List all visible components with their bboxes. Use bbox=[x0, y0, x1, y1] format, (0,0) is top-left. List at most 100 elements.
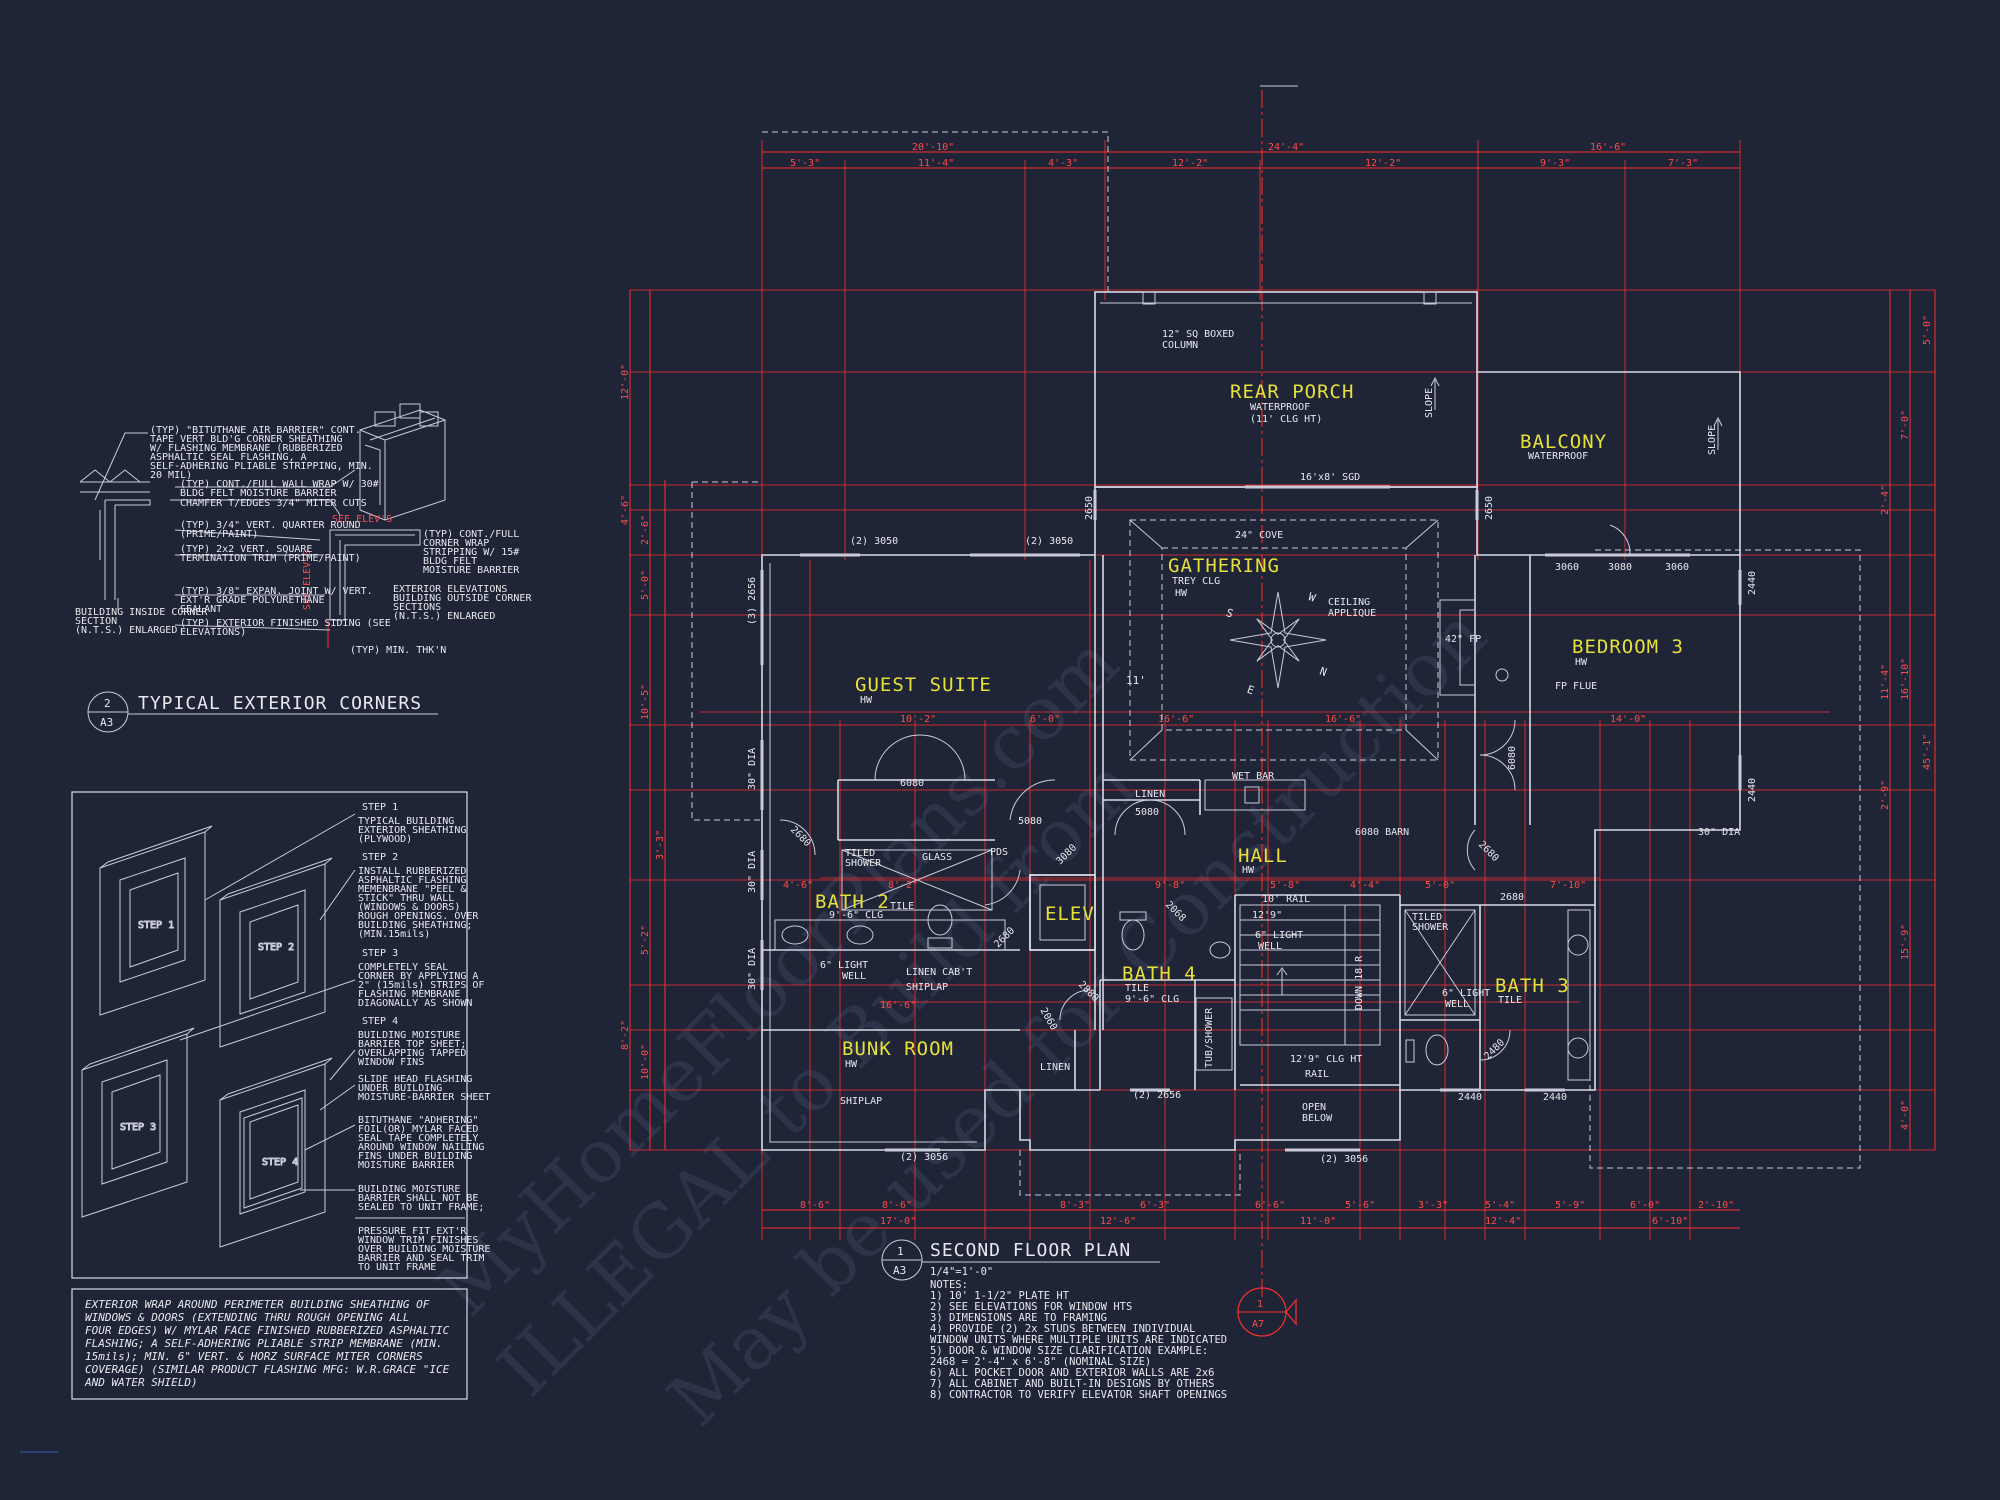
plan-labels: 12" SQ BOXED COLUMN 16'x8' SGD 24" COVE … bbox=[820, 329, 1718, 1124]
label-glass: GLASS bbox=[922, 852, 952, 863]
detail-note-17: (TYP) EXTERIOR FINISHED SIDING (SEE bbox=[180, 618, 391, 629]
label-tiled-shower-2: TILED bbox=[1412, 912, 1442, 923]
step-3-line-1: COMPLETELY SEAL bbox=[358, 962, 448, 973]
opening-w3050-b: (2) 3050 bbox=[1025, 536, 1073, 547]
dim-int-14: 11' bbox=[1126, 674, 1146, 687]
label-down: DOWN 18 R bbox=[1354, 955, 1365, 1010]
detail-inside-1: BUILDING INSIDE CORNER bbox=[75, 607, 208, 618]
room-bath2: BATH 2 bbox=[815, 891, 890, 913]
detail-right-note-3: STRIPPING W/ 15# bbox=[423, 547, 519, 558]
opening-w2656-b: (2) 2656 bbox=[1133, 1090, 1181, 1101]
label-rail-1: 10' RAIL bbox=[1262, 894, 1310, 905]
dim-left-7: 5'-2" bbox=[640, 925, 651, 955]
dim-bottom-15: 12'-4" bbox=[1485, 1216, 1521, 1227]
detail-see-elevs-2: SEE ELEV'S bbox=[302, 550, 313, 610]
label-light-well-3: 6" LIGHT bbox=[1442, 988, 1490, 999]
section-marker: 1 A7 bbox=[1237, 1287, 1297, 1337]
label-tiled-shower-1: TILED bbox=[845, 848, 875, 859]
step-panel-4: STEP 4 bbox=[219, 1057, 333, 1248]
dim-top-3: 16'-6" bbox=[1590, 142, 1626, 153]
detail-min: (TYP) MIN. THK'N bbox=[350, 645, 446, 656]
plan-notes-title: NOTES: bbox=[930, 1279, 968, 1291]
dim-right-8: 2'-9" bbox=[1880, 780, 1891, 810]
step-panel-2-label: STEP 2 bbox=[258, 942, 294, 953]
wrap-note-1: EXTERIOR WRAP AROUND PERIMETER BUILDING … bbox=[85, 1298, 430, 1311]
step-4-line-1: BUILDING MOISTURE bbox=[358, 1030, 460, 1041]
step-7-line-2: BARRIER SHALL NOT BE bbox=[358, 1193, 478, 1204]
detail-note-13: TERMINATION TRIM (PRIME/PAINT) bbox=[180, 553, 361, 564]
wet-bar bbox=[1204, 779, 1306, 811]
compass-e: E bbox=[1245, 683, 1256, 697]
label-fp: 42" FP bbox=[1445, 634, 1481, 645]
dim-top-5: 11'-4" bbox=[918, 158, 954, 169]
dim-left-2: 4'-6" bbox=[620, 495, 631, 525]
compass-s: S bbox=[1224, 606, 1235, 620]
room-bunk-room-sub1: HW bbox=[845, 1059, 858, 1070]
label-ceiling-applique-2: APPLIQUE bbox=[1328, 608, 1376, 619]
step-6-line-6: MOISTURE BARRIER bbox=[358, 1160, 455, 1171]
label-sgd: 16'x8' SGD bbox=[1300, 472, 1360, 483]
step-3-line-2: CORNER BY APPLYING A bbox=[358, 971, 478, 982]
room-rear-porch: REAR PORCH bbox=[1230, 381, 1354, 403]
tray-ceiling-outer bbox=[1129, 519, 1439, 761]
dim-int-6: 16'-6" bbox=[880, 1000, 916, 1011]
dimension-labels: 20'-10" 24'-4" 16'-6" 5'-3" 11'-4" 4'-3"… bbox=[620, 142, 1933, 1227]
detail-inside-3: (N.T.S.) ENLARGED bbox=[75, 625, 177, 636]
label-light-well-2b: WELL bbox=[842, 971, 866, 982]
detail-note-10: (TYP) 3/4" VERT. QUARTER ROUND bbox=[180, 520, 361, 531]
plan-note-9: 7) ALL CABINET AND BUILT-IN DESIGNS BY O… bbox=[930, 1378, 1214, 1390]
dim-bottom-6: 5'-6" bbox=[1345, 1200, 1375, 1211]
detail-see-elevs-1: SEE ELEV'S bbox=[332, 514, 392, 525]
step-6-line-4: AROUND WINDOW NAILING bbox=[358, 1142, 484, 1153]
detail-note-7: (TYP) CONT./FULL WALL WRAP W/ 30# bbox=[180, 479, 379, 490]
dim-right-7: 16'-10" bbox=[1900, 658, 1911, 700]
detail-right-note-7: BUILDING OUTSIDE CORNER bbox=[393, 593, 532, 604]
step-2-line-2: ASPHALTIC FLASHING bbox=[358, 875, 466, 886]
room-hall: HALL bbox=[1238, 845, 1288, 867]
plan-note-5: WINDOW UNITS WHERE MULTIPLE UNITS ARE IN… bbox=[930, 1334, 1227, 1346]
opening-dia-2: 30" DIA bbox=[747, 851, 758, 893]
dim-left-1: 12'-0" bbox=[620, 364, 631, 400]
opening-d6080-b: 6080 bbox=[1507, 746, 1518, 770]
room-bath4: BATH 4 bbox=[1122, 963, 1197, 985]
step-8-line-1: PRESSURE FIT EXT'R bbox=[358, 1226, 467, 1237]
step-panel-3-label: STEP 3 bbox=[120, 1122, 156, 1133]
room-rear-porch-sub2: (11' CLG HT) bbox=[1250, 414, 1322, 425]
opening-w2440-d: 2440 bbox=[1543, 1092, 1567, 1103]
detail-note-3: W/ FLASHING MEMBRANE (RUBBERIZED bbox=[150, 443, 343, 454]
step-panel-1: STEP 1 bbox=[99, 825, 213, 1016]
room-bath4-sub2: 9'-6" CLG bbox=[1125, 994, 1179, 1005]
room-bath3-sub1: TILE bbox=[1498, 995, 1522, 1006]
dim-bottom-10: 6'-0" bbox=[1630, 1200, 1660, 1211]
label-shiplap-2: SHIPLAP bbox=[840, 1096, 882, 1107]
door-swings bbox=[779, 524, 1631, 1061]
plan-title-block: 1 A3 SECOND FLOOR PLAN 1/4"=1'-0" NOTES:… bbox=[881, 1239, 1227, 1401]
dim-int-10: 7'-10" bbox=[1550, 880, 1586, 891]
plan-number: 1 bbox=[897, 1245, 904, 1258]
detail-note-18: ELEVATIONS) bbox=[180, 627, 246, 638]
step-6-line-1: BITUTHANE "ADHERING" bbox=[358, 1115, 478, 1126]
dim-right-4: 15'-9" bbox=[1900, 924, 1911, 960]
dim-int-2: 6'-0" bbox=[1030, 714, 1060, 725]
dim-right-1: 5'-0" bbox=[1922, 315, 1933, 345]
detail-note-14: (TYP) 3/8" EXPAN. JOINT W/ VERT. bbox=[180, 586, 373, 597]
room-gathering-sub1: TREY CLG bbox=[1172, 576, 1220, 587]
detail-note-6: 20 MIL) bbox=[150, 470, 192, 481]
tray-ceiling-inner bbox=[1161, 547, 1407, 731]
step-2-line-4: STICK" THRU WALL bbox=[358, 893, 454, 904]
plan-note-6: 5) DOOR & WINDOW SIZE CLARIFICATION EXAM… bbox=[930, 1345, 1208, 1357]
label-shiplap-1: SHIPLAP bbox=[906, 982, 948, 993]
step-8-line-4: BARRIER AND SEAL TRIM bbox=[358, 1253, 484, 1264]
dim-left-8: 10'-0" bbox=[640, 1044, 651, 1080]
room-hall-sub1: HW bbox=[1242, 865, 1255, 876]
opening-w3056-b: (2) 3056 bbox=[1320, 1154, 1368, 1165]
dim-bottom-8: 5'-4" bbox=[1485, 1200, 1515, 1211]
step-2-line-5: (WINDOWS & DOORS) bbox=[358, 902, 460, 913]
step-8-line-5: TO UNIT FRAME bbox=[358, 1262, 436, 1273]
label-rail-2: RAIL bbox=[1305, 1069, 1329, 1080]
dim-int-13: 16'-6" bbox=[1158, 714, 1194, 725]
label-tiled-shower-1b: SHOWER bbox=[845, 858, 882, 869]
dim-left-9: 8'-2" bbox=[620, 1020, 631, 1050]
detail-note-12: (TYP) 2x2 VERT. SQUARE bbox=[180, 544, 312, 555]
opening-d2680-d: 2680 bbox=[1500, 892, 1524, 903]
